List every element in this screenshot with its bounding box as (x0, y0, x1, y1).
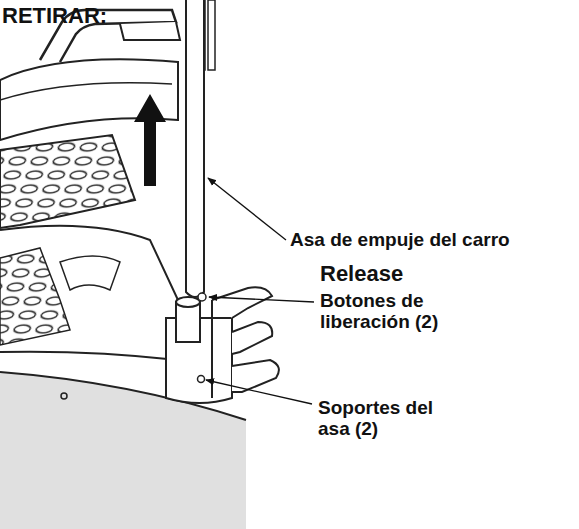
motor-head-edge (0, 83, 172, 100)
bracket-edge (211, 300, 213, 398)
part-label: Botones de liberación (2) (320, 291, 490, 333)
leader-line (208, 178, 286, 240)
clip-arm (212, 287, 272, 318)
support-pin (198, 376, 205, 383)
clip-arm (232, 322, 272, 354)
push-handle-rod (186, 0, 204, 297)
step-heading: RETIRAR: (2, 4, 107, 28)
carry-handle-grip (120, 22, 180, 40)
part-label: Asa de empuje del carro (290, 230, 575, 251)
screw (61, 393, 67, 399)
part-label: Soportes del asa (2) (318, 398, 440, 440)
rear-rod (208, 0, 215, 70)
leader-line (209, 297, 314, 302)
release-button (198, 293, 206, 301)
leader-line (206, 380, 312, 404)
lift-arrow (134, 94, 166, 186)
vent-grid (0, 135, 135, 228)
latch (60, 256, 120, 290)
tank-body (0, 226, 178, 360)
tube-top (176, 297, 200, 307)
part-label-english: Release (320, 262, 520, 286)
